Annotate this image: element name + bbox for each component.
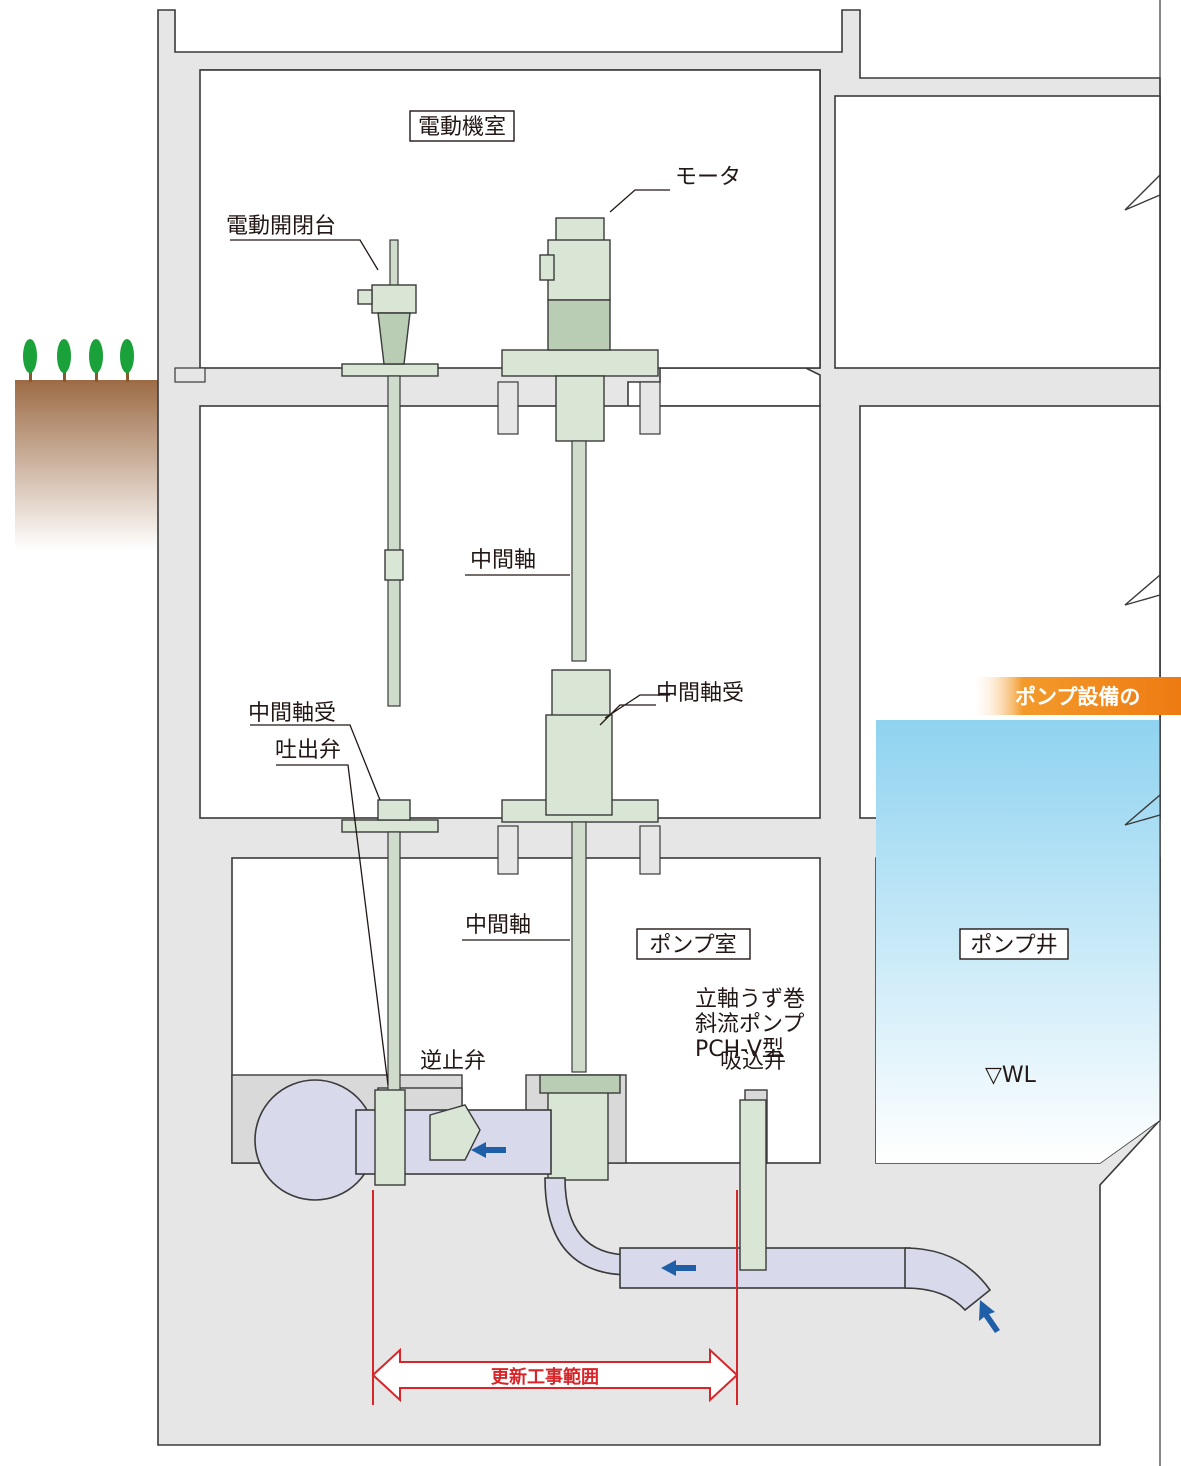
flow-arrow-icon bbox=[471, 1142, 506, 1158]
section-banner: ポンプ設備の bbox=[970, 677, 1181, 715]
renewal-scope-label: 更新工事範囲 bbox=[491, 1366, 599, 1388]
label-intermediate-shaft-lower: 中間軸 bbox=[465, 913, 531, 938]
label-motor: モータ bbox=[675, 165, 741, 190]
label-water-level: ▽WL bbox=[985, 1063, 1037, 1088]
room-label-pump-well: ポンプ井 bbox=[959, 928, 1069, 960]
renewal-scope: 更新工事範囲 bbox=[371, 1190, 739, 1405]
label-pump-line1: 立軸うず巻 bbox=[695, 987, 805, 1012]
svg-text:電動機室: 電動機室 bbox=[418, 115, 506, 140]
flow-arrow-icon bbox=[661, 1260, 696, 1276]
label-intermediate-bearing-right: 中間軸受 bbox=[656, 681, 744, 706]
leader-lines bbox=[230, 189, 670, 1086]
label-discharge-valve: 吐出弁 bbox=[275, 738, 341, 763]
ground bbox=[15, 339, 158, 550]
room-label-pump-room: ポンプ室 bbox=[636, 928, 751, 960]
pump-body bbox=[547, 1089, 609, 1181]
right-upper-room bbox=[834, 95, 1161, 369]
label-check-valve: 逆止弁 bbox=[420, 1049, 486, 1074]
tree-icon bbox=[23, 339, 134, 382]
motor-base-plate bbox=[501, 349, 659, 377]
label-pump-line2: 斜流ポンプ bbox=[695, 1012, 804, 1037]
suction-bellmouth bbox=[904, 1247, 992, 1312]
middle-room bbox=[199, 405, 821, 819]
flow-arrows bbox=[471, 1142, 1000, 1333]
suction-valve-icon bbox=[739, 1099, 767, 1271]
svg-text:ポンプ室: ポンプ室 bbox=[649, 933, 736, 958]
room-label-motor-room: 電動機室 bbox=[409, 110, 515, 142]
soil-block bbox=[15, 380, 158, 550]
check-valve-icon bbox=[429, 1104, 481, 1161]
svg-text:ポンプ井: ポンプ井 bbox=[970, 933, 1057, 958]
piping bbox=[254, 1079, 992, 1312]
label-suction-valve: 吸込弁 bbox=[720, 1049, 786, 1074]
label-pump-line3: PCH-V型 bbox=[695, 1037, 784, 1062]
banner-text: ポンプ設備の bbox=[1015, 685, 1140, 709]
label-intermediate-bearing-left: 中間軸受 bbox=[248, 701, 336, 726]
motor-pump-column bbox=[501, 217, 659, 1181]
scope-arrow-icon bbox=[371, 1347, 739, 1403]
electric-actuator bbox=[341, 239, 439, 1093]
label-electric-actuator: 電動開閉台 bbox=[226, 214, 336, 239]
discharge-valve-icon bbox=[374, 1089, 406, 1186]
flow-arrow-icon bbox=[979, 1300, 1000, 1333]
banner-bg bbox=[970, 677, 1181, 715]
label-intermediate-shaft-upper: 中間軸 bbox=[470, 548, 536, 573]
